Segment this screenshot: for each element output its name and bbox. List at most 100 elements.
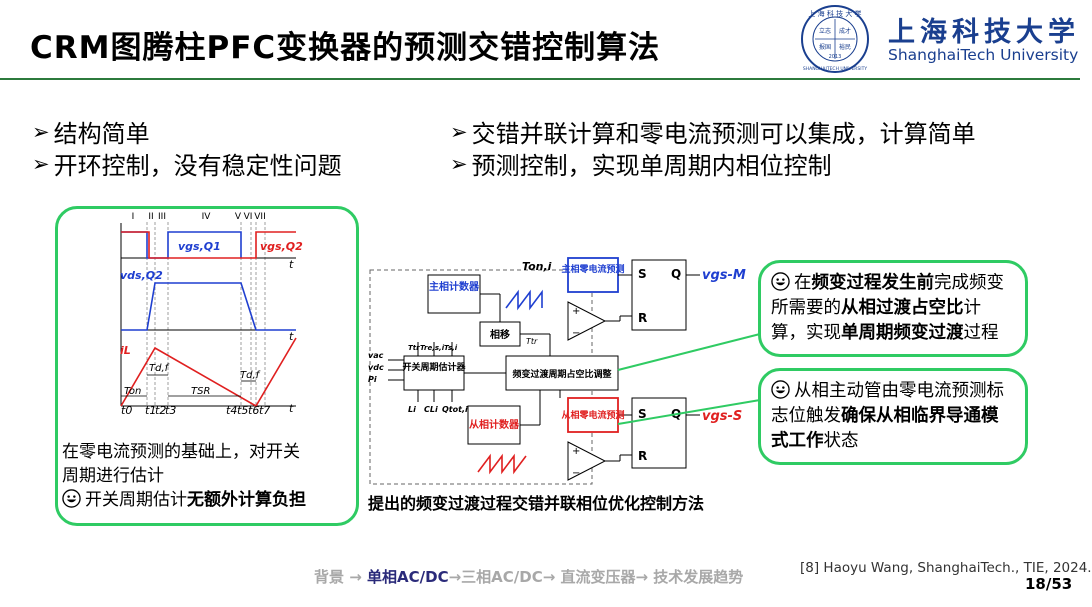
waveform-note: 在零电流预测的基础上，对开关 周期进行估计 开关周期估计无额外计算负担: [62, 440, 347, 512]
ton-i-label: Ton,i: [522, 260, 552, 273]
bullet-text: 开环控制，没有稳定性问题: [53, 152, 342, 180]
callout1-p2: 完成频变所需要的: [771, 273, 1004, 318]
page-number: 18/53: [1025, 575, 1073, 593]
t-axis-label: t: [289, 258, 294, 271]
stage-label: III: [158, 212, 166, 222]
master-counter-text: 主相计数器: [429, 280, 480, 293]
time-mark: t6: [248, 404, 259, 417]
stage-label: II: [148, 212, 153, 222]
input-vdc: vdc: [368, 363, 384, 372]
latch-r-top: R: [638, 311, 647, 325]
comp-minus-top: −: [572, 328, 580, 339]
top-input-tres: Tre,s,i: [420, 344, 445, 352]
footer-navigation: 背景 → 单相AC/DC→三相AC/DC→ 直流变压器→ 技术发展趋势: [314, 566, 743, 587]
callout-freq-transition: 在频变过程发生前完成频变所需要的从相过渡占空比计算，实现单周期频变过渡过程: [758, 260, 1028, 357]
bullet-left-1: ➢ 结构简单: [32, 114, 150, 149]
bullet-right-1: ➢ 交错并联计算和零电流预测可以集成，计算简单: [450, 114, 976, 149]
smile-icon: [771, 380, 790, 399]
page-title: CRM图腾柱PFC变换器的预测交错控制算法: [30, 30, 661, 66]
latch-s-bottom: S: [638, 407, 647, 421]
top-input-tsi: Ts,i: [444, 344, 458, 352]
seal-inner-2: 成才: [839, 27, 851, 35]
input-vac: vac: [368, 351, 384, 360]
stage-label: V: [235, 212, 242, 222]
slave-counter-label: 从相计数器: [469, 418, 520, 431]
stage-label: I: [132, 212, 135, 222]
vgs-q1-label: vgs,Q1: [178, 240, 221, 253]
note-line-3: 开关周期估计无额外计算负担: [62, 488, 347, 512]
top-input-ttr: Ttr: [408, 344, 420, 352]
university-name-en: ShanghaiTech University: [888, 46, 1079, 64]
latch-s-top: S: [638, 267, 647, 281]
seal-inner-3: 报国: [819, 43, 831, 51]
smile-icon: [62, 489, 81, 508]
callout2-p1: 从相主动管由零电流预测标志位触发: [771, 381, 1004, 426]
callout2-p2: 状态: [823, 431, 859, 451]
university-name-cn: 上海科技大学: [888, 17, 1080, 48]
smile-icon: [771, 272, 790, 291]
nav-current: 单相AC/DC: [367, 568, 449, 586]
seal-inner-4: 裕民: [839, 43, 851, 51]
period-estimator-label: 开关周期估计器: [402, 361, 466, 373]
latch-r-bottom: R: [638, 449, 647, 463]
time-mark: t4: [226, 404, 237, 417]
callout2-b1: 确保从相临界导通模式工作: [771, 406, 999, 451]
bullet-text: 结构简单: [53, 120, 150, 148]
bottom-input-cli: CLi: [424, 405, 438, 414]
time-mark: t3: [165, 404, 176, 417]
note-line-1: 在零电流预测的基础上，对开关: [62, 442, 300, 462]
callout1-p1: 在: [794, 273, 812, 293]
comp-minus-bottom: −: [572, 468, 580, 479]
time-mark-row: t0 t1 t2 t3 t4 t5 t6 t7: [121, 404, 270, 417]
seal-en: SHANGHAITECH UNIVERSITY: [803, 66, 867, 72]
bullet-text: 预测控制，实现单周期内相位控制: [471, 152, 832, 180]
phase-shift-label: 相移: [490, 328, 510, 341]
university-seal-logo: 上 海 科 技 大 学 SHANGHAITECH UNIVERSITY 立志 成…: [801, 5, 869, 73]
bullet-left-2: ➢ 开环控制，没有稳定性问题: [32, 146, 342, 181]
input-pi: Pi: [368, 375, 377, 384]
title-divider: [0, 78, 1080, 80]
time-mark: t2: [155, 404, 166, 417]
latch-q-top: Q: [671, 267, 681, 281]
callout1-b3: 单周期频变过渡: [841, 323, 964, 343]
note-line-2: 周期进行估计: [62, 466, 164, 486]
bullet-text: 交错并联计算和零电流预测可以集成，计算简单: [471, 120, 976, 148]
ttr-label: Ttr: [526, 337, 538, 346]
time-mark: t7: [259, 404, 270, 417]
seal-text: 上 海 科 技 大 学: [808, 9, 861, 18]
t-axis-label: t: [289, 402, 294, 415]
reference-citation: [8] Haoyu Wang, ShanghaiTech., TIE, 2024…: [800, 560, 1092, 576]
seal-year: 2013: [829, 54, 842, 60]
bottom-input-li: Li: [408, 405, 416, 414]
stage-label: IV: [202, 212, 212, 222]
stage-label: VII: [254, 212, 265, 222]
il-label: iL: [120, 344, 131, 357]
nav-post: →三相AC/DC→ 直流变压器→ 技术发展趋势: [448, 568, 744, 586]
diagram-caption: 提出的频变过渡过程交错并联相位优化控制方法: [368, 494, 705, 513]
time-mark: t1: [145, 404, 156, 417]
seal-inner-1: 立志: [819, 27, 831, 35]
callout-slave-crm: 从相主动管由零电流预测标志位触发确保从相临界导通模式工作状态: [758, 368, 1028, 465]
nav-pre: 背景 →: [314, 568, 368, 586]
stage-label: VI: [244, 212, 253, 222]
bullet-right-2: ➢ 预测控制，实现单周期内相位控制: [450, 146, 832, 181]
tdf-label-2: Td,f: [240, 370, 261, 381]
ton-label: Ton: [124, 386, 141, 397]
note-bold: 无额外计算负担: [187, 490, 306, 510]
t-axis-label: t: [289, 330, 294, 343]
slave-zcp-label: 从相零电流预测: [561, 409, 624, 421]
bullet-arrow-icon: ➢: [32, 119, 50, 144]
callout1-p4: 过程: [963, 323, 999, 343]
control-block-diagram: 主相计数器 主相零电流预测 Ton,i 相移 Ttr 开关周期估计器 频变过渡周…: [368, 257, 746, 485]
waveform-panel: [55, 206, 359, 526]
callout1-b2: 从相过渡占空比: [841, 298, 964, 318]
waveform-diagram: I II III IV V VI VII vgs,Q1 vgs,Q2 t vds…: [120, 212, 303, 415]
bottom-input-qtot: Qtot,i: [442, 405, 468, 414]
tsr-label: TSR: [191, 386, 210, 397]
tdf-label-1: Td,f: [149, 363, 170, 374]
vgs-q2-label: vgs,Q2: [260, 240, 303, 253]
bullet-arrow-icon: ➢: [32, 151, 50, 176]
callout1-p3: 计算，实现: [771, 298, 981, 343]
comp-plus-bottom: +: [572, 446, 580, 457]
freq-duty-adjust-label: 频变过渡周期占空比调整: [512, 368, 611, 380]
